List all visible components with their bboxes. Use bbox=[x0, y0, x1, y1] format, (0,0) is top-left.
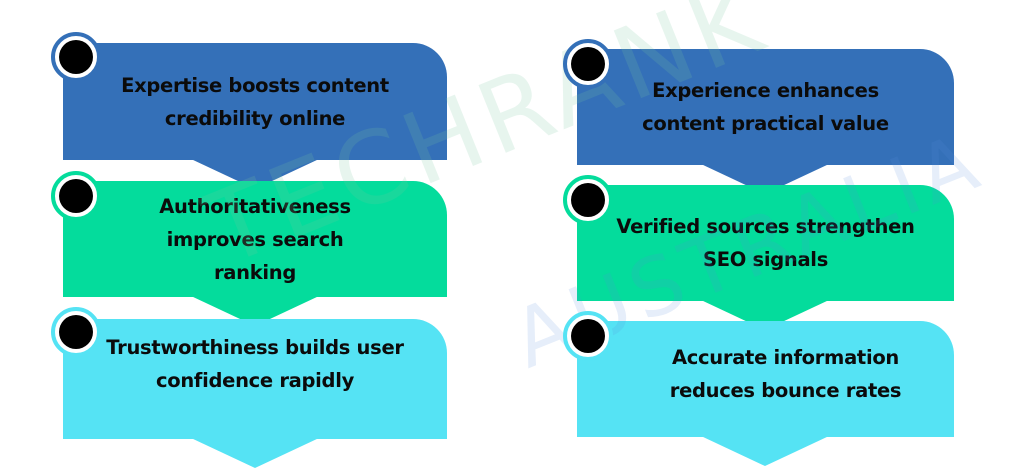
bullet-icon bbox=[51, 171, 101, 221]
left-card-3-text: Trustworthiness builds user confidence r… bbox=[106, 336, 404, 392]
right-card-3: Accurate information reduces bounce rate… bbox=[577, 321, 954, 437]
left-card-1: Expertise boosts content credibility onl… bbox=[63, 43, 447, 160]
right-card-2-text: Verified sources strengthen SEO signals bbox=[616, 215, 915, 271]
right-card-1-text: Experience enhances content practical va… bbox=[642, 79, 889, 135]
bullet-icon bbox=[563, 39, 613, 89]
left-card-3: Trustworthiness builds user confidence r… bbox=[63, 319, 447, 439]
left-card-2-text: Authoritativeness improves search rankin… bbox=[159, 194, 351, 284]
right-arrow-3 bbox=[701, 436, 829, 466]
right-card-2: Verified sources strengthen SEO signals bbox=[577, 185, 954, 301]
left-card-2: Authoritativeness improves search rankin… bbox=[63, 181, 447, 297]
bullet-icon bbox=[51, 307, 101, 357]
right-card-1: Experience enhances content practical va… bbox=[577, 49, 954, 165]
bullet-icon bbox=[563, 175, 613, 225]
right-card-3-text: Accurate information reduces bounce rate… bbox=[669, 346, 902, 402]
bullet-icon bbox=[51, 32, 101, 82]
bullet-icon bbox=[563, 311, 613, 361]
left-card-1-text: Expertise boosts content credibility onl… bbox=[121, 73, 389, 130]
left-arrow-3 bbox=[191, 438, 319, 468]
